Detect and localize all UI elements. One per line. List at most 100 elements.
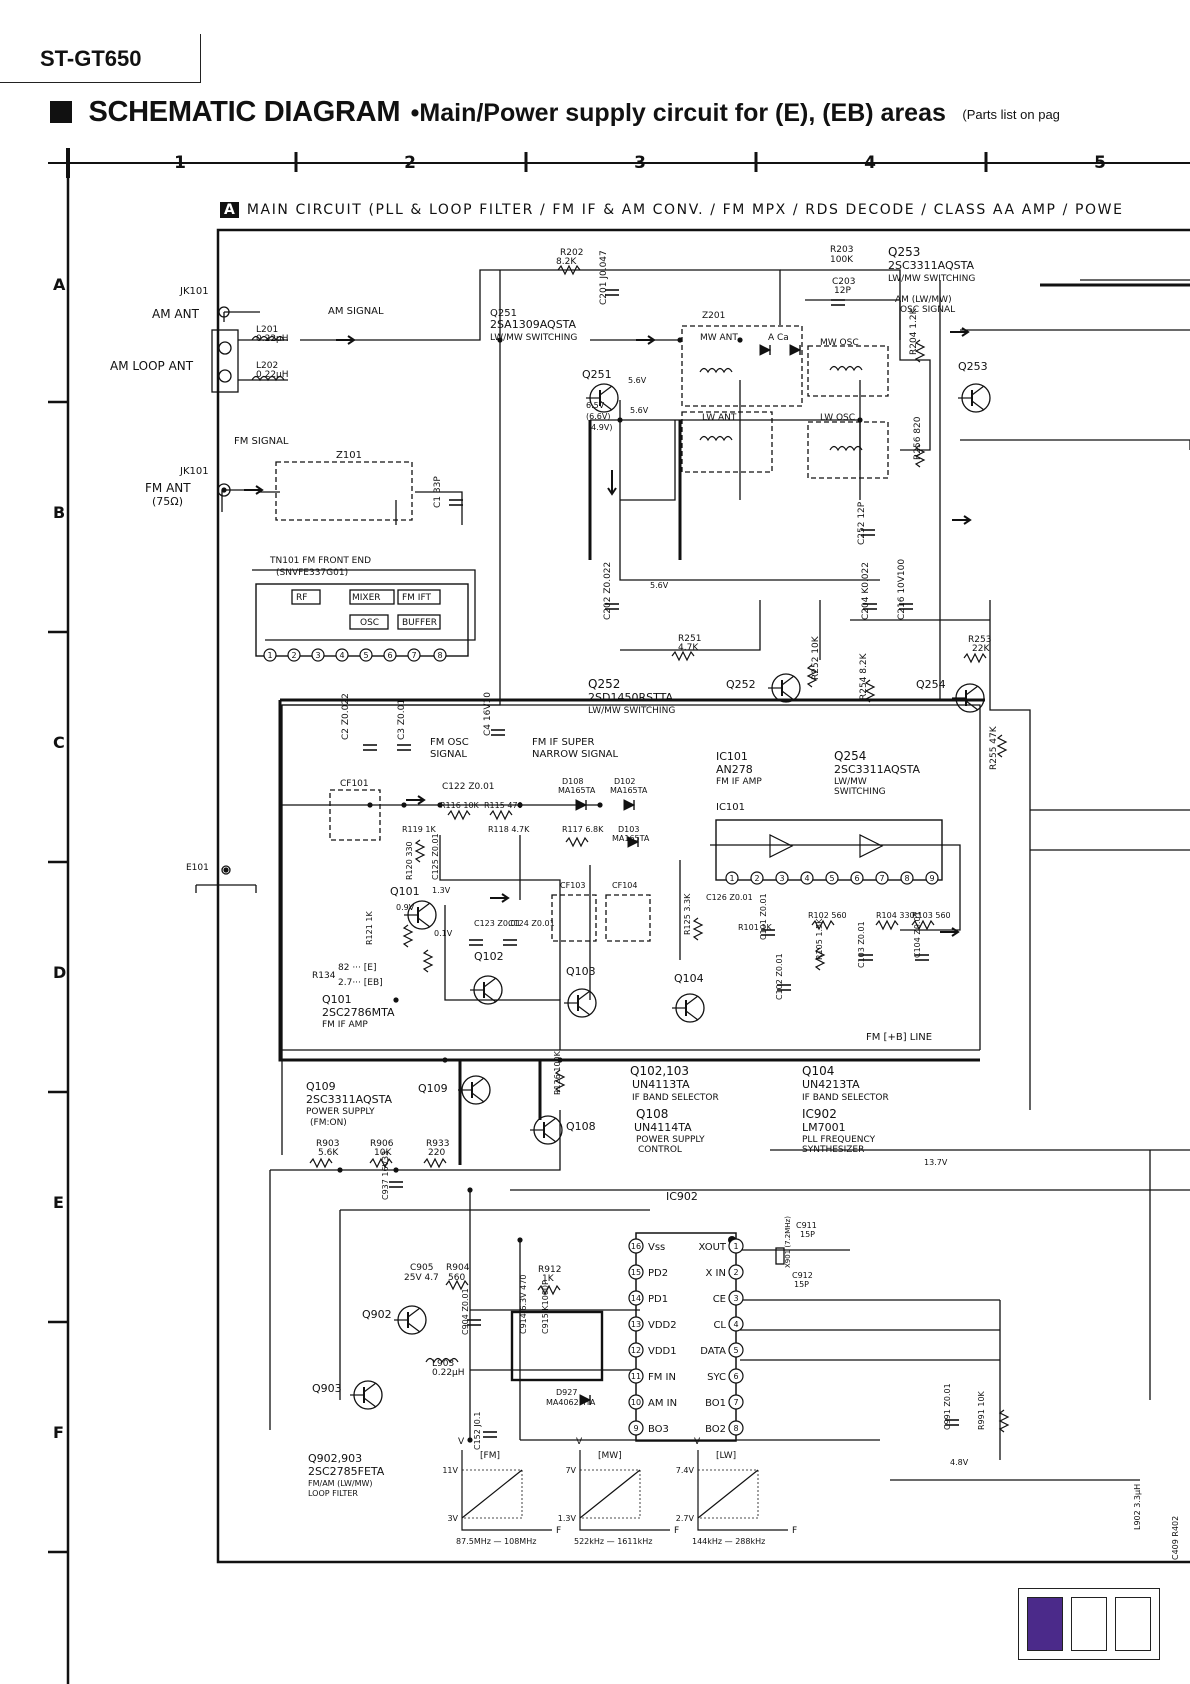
ic902-pin-4: 4CL: [713, 1316, 744, 1332]
label-r202v: 8.2K: [556, 257, 577, 267]
ic902-pin-number: 2: [733, 1268, 738, 1277]
label-v137: 13.7V: [924, 1158, 948, 1167]
graph-band-label: [MW]: [598, 1451, 622, 1461]
graph-band-label: [FM]: [480, 1451, 500, 1461]
label-r252: R252 10K: [811, 635, 821, 680]
label-ic101t: IC101: [716, 750, 748, 763]
junction-dot: [597, 802, 603, 808]
label-z201: Z201: [702, 311, 725, 321]
label-q254d2: SWITCHING: [834, 787, 886, 797]
r126-symbol: [554, 1069, 566, 1093]
label-c104: C104 Z0.01: [913, 911, 922, 958]
label-d103v: MA165TA: [612, 834, 650, 843]
row-label-A: A: [53, 275, 66, 294]
label-fmsig: FM SIGNAL: [234, 436, 289, 447]
c991-symbol: [945, 1419, 959, 1426]
label-c124: C124 Z0.01: [508, 919, 555, 928]
ic902-pin-name: FM IN: [648, 1372, 676, 1383]
label-d108v: MA165TA: [558, 786, 596, 795]
r125-symbol: [692, 917, 704, 941]
z101-filter-box: [275, 461, 413, 521]
label-ic902b: IC902: [666, 1190, 698, 1203]
label-fmift: FM IFT: [402, 593, 431, 603]
page-tab-2[interactable]: [1071, 1597, 1107, 1651]
model-number: ST-GT650: [40, 46, 142, 71]
junction-dot: [557, 1057, 563, 1063]
graph-vtop: 7.4V: [676, 1466, 695, 1475]
c123-symbol: [469, 939, 483, 946]
label-r101: R101 1K: [738, 923, 772, 932]
label-c203v: 12P: [834, 286, 851, 296]
label-q903b: Q903: [312, 1382, 342, 1395]
label-q252n: 2SD1450RSTTA: [588, 691, 673, 704]
wires: [221, 269, 1190, 1481]
am-loop-terminal: [211, 329, 239, 393]
label-d103: D103: [618, 825, 639, 834]
label-r253v: 22K: [972, 644, 990, 654]
row-label-D: D: [53, 963, 66, 982]
rf-block: [291, 589, 321, 605]
z201-coil-2: [829, 365, 863, 372]
section-title: MAIN CIRCUIT (PLL & LOOP FILTER / FM IF …: [246, 202, 1124, 218]
opamp-icon: [859, 834, 884, 858]
c101-symbol: [761, 929, 775, 936]
label-q108t: Q108: [636, 1107, 668, 1121]
label-e101: E101: [186, 863, 209, 873]
tn101-pin-8-num: 8: [437, 651, 442, 660]
ic902-pin-name: PD1: [648, 1294, 668, 1305]
label-c252: C252 12P: [857, 501, 867, 545]
label-mixer: MIXER: [352, 593, 381, 603]
d103-symbol: [627, 836, 640, 848]
z201-mw-ant-box: [681, 325, 803, 407]
label-ic902d2: SYNTHESIZER: [802, 1145, 864, 1155]
ic902-pin-name: BO3: [648, 1424, 669, 1435]
mixer-block: [349, 589, 395, 605]
label-q253t: Q253: [888, 245, 920, 259]
x901-crystal-icon: [775, 1247, 785, 1265]
label-d927v: MA4062MTA: [546, 1398, 596, 1407]
graph-vbot: 3V: [447, 1514, 458, 1523]
r103-symbol: [911, 919, 935, 931]
junction-dot: [467, 1187, 473, 1193]
label-lm7001: LM7001: [802, 1121, 846, 1134]
buffer-block: [397, 614, 441, 630]
q101-symbol: [404, 900, 437, 930]
label-q90203d2: LOOP FILTER: [308, 1489, 358, 1498]
label-q10203t: Q102,103: [630, 1064, 689, 1078]
tn101-pin-1-num: 1: [267, 651, 272, 660]
ic902-box: [635, 1232, 737, 1442]
label-q109d1: POWER SUPPLY: [306, 1107, 375, 1117]
z201-coil-0: [699, 367, 733, 374]
down-arrow-icon: [607, 470, 617, 496]
ic101-pin-9: 9: [925, 871, 939, 885]
page-tab-1[interactable]: [1027, 1597, 1063, 1651]
label-q251n: 2SA1309AQSTA: [490, 318, 577, 331]
ic902-pin-name: VDD2: [648, 1320, 677, 1331]
graph-vbot: 2.7V: [676, 1514, 695, 1523]
parts-reference: (Parts list on pag: [962, 107, 1060, 122]
page-tab-3[interactable]: [1115, 1597, 1151, 1651]
ic902-pin-name: SYC: [707, 1372, 726, 1383]
label-r903v: 5.6K: [318, 1148, 339, 1158]
c937-symbol: [389, 1181, 403, 1188]
cf101-box: [329, 789, 381, 841]
label-q109n: 2SC3311AQSTA: [306, 1093, 392, 1106]
r254-symbol: [864, 679, 876, 703]
label-r102: R102 560: [808, 911, 847, 920]
label-c912: C912: [792, 1271, 813, 1280]
r115-symbol: [489, 809, 513, 821]
label-mwosc: MW OSC: [820, 338, 859, 348]
label-q10203d: IF BAND SELECTOR: [632, 1093, 719, 1103]
mw-osc-box: [807, 345, 889, 397]
label-r126: R126 100K: [553, 1050, 562, 1095]
ic902-pin-name: BO1: [705, 1398, 726, 1409]
junction-dot: [517, 802, 523, 808]
ic902-pin-number: 15: [631, 1268, 641, 1277]
label-r103: R103 560: [912, 911, 951, 920]
junction-dot: [337, 1167, 343, 1173]
c2-symbol: [363, 744, 377, 751]
junction-dot: [437, 802, 443, 808]
c124-symbol: [503, 939, 517, 946]
